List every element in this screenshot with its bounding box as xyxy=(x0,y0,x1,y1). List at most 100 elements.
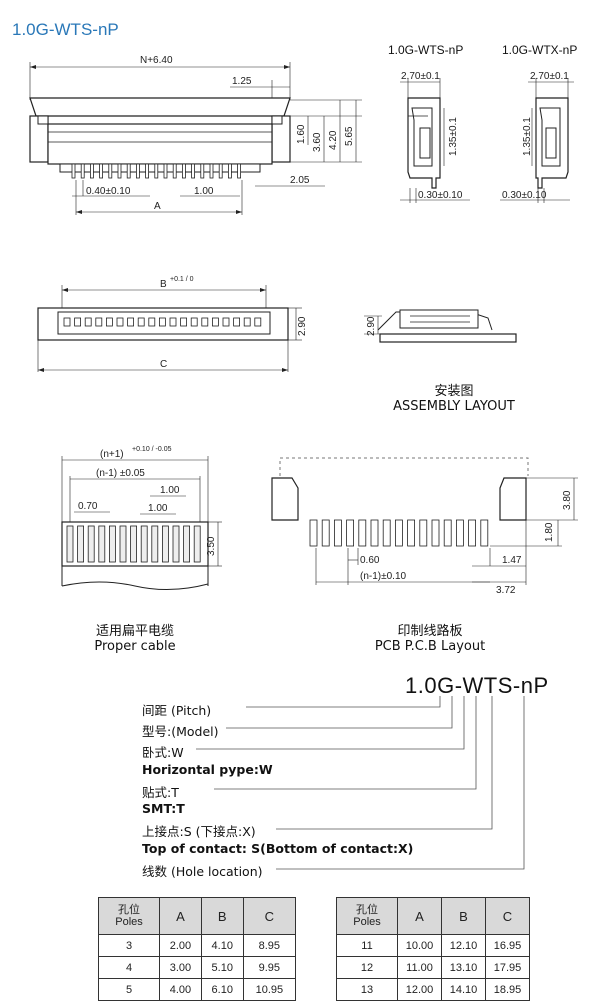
table-cell: 3.00 xyxy=(159,956,202,979)
pin xyxy=(190,317,198,327)
side-view-wtx: 1.0G-WTX-nP 2.70±0.1 1.35±0.1 0.30±0.10 xyxy=(500,43,577,203)
col-header: C xyxy=(485,897,530,935)
assembly-caption-cn: 安装图 xyxy=(434,384,474,399)
pcb-dim-3-72: 3.72 xyxy=(496,585,516,596)
pin xyxy=(116,317,124,327)
top-view: B +0.1 / 0 C 2.90 xyxy=(37,276,308,372)
pin xyxy=(468,519,477,547)
table-cell: 17.95 xyxy=(485,956,530,979)
table-cell: 4 xyxy=(98,956,160,979)
page-title: 1.0G-WTS-nP xyxy=(12,20,119,39)
poles-header-cn: 孔位 xyxy=(356,904,378,916)
wts-dim-pin: 0.30±0.10 xyxy=(418,190,463,201)
col-header: A xyxy=(397,897,442,935)
cable-caption: 适用扁平电缆 Proper cable xyxy=(60,620,210,654)
pin xyxy=(480,519,489,547)
front-view: N+6.40 1.25 1.60 3.60 4.20 5.65 2.05 xyxy=(29,55,362,215)
code-leaders xyxy=(196,696,525,870)
dim-pitch: 0.40±0.10 xyxy=(86,186,131,197)
pin xyxy=(127,317,134,327)
pin xyxy=(109,525,116,563)
code-legend-row: 卧式:W xyxy=(142,745,184,760)
pin xyxy=(172,163,177,179)
code-legend-row: 间距 (Pitch) xyxy=(142,703,212,718)
dim-1-00: 1.00 xyxy=(194,186,214,197)
pin xyxy=(180,317,188,327)
pin xyxy=(117,163,122,179)
table-cell: 11 xyxy=(336,934,398,957)
pin xyxy=(419,519,428,547)
pin xyxy=(183,525,191,563)
cable-dim-1-00b: 1.00 xyxy=(148,503,168,514)
col-header: A xyxy=(159,897,202,935)
poles-header-en: Poles xyxy=(353,916,381,928)
col-header: B xyxy=(200,897,244,935)
table-cell: 11.00 xyxy=(397,956,442,979)
wtx-dim-height: 1.35±0.1 xyxy=(522,117,533,156)
code-legend-row: Top of contact: S(Bottom of contact:X) xyxy=(142,841,414,856)
table-cell: 9.95 xyxy=(242,956,297,979)
pin xyxy=(74,317,81,327)
pin xyxy=(358,519,367,547)
assembly-dim-2-90: 2.90 xyxy=(366,316,377,336)
assembly-layout: 2.90 xyxy=(364,309,517,343)
poles-header: 孔位 Poles xyxy=(98,897,160,935)
pin xyxy=(243,317,251,327)
pin xyxy=(431,519,440,547)
part-code: 1.0G-WTS-nP xyxy=(405,673,549,698)
cable-dim-np1-tol: +0.10 / -0.05 xyxy=(132,446,172,453)
wts-dim-width: 2.70±0.1 xyxy=(401,71,440,82)
dim-2-05: 2.05 xyxy=(290,175,310,186)
pcb-dim-1-80: 1.80 xyxy=(544,522,555,542)
dim-b-tol: +0.1 / 0 xyxy=(170,276,194,283)
pcb-dim-1-47: 1.47 xyxy=(502,555,522,566)
pin xyxy=(382,519,391,547)
pin xyxy=(130,525,138,563)
pin xyxy=(148,317,156,327)
dim-a: A xyxy=(154,201,161,212)
pin xyxy=(119,525,127,563)
pin xyxy=(106,317,113,327)
wtx-dim-pin: 0.30±0.10 xyxy=(502,190,547,201)
pin xyxy=(145,163,150,179)
dim-1-60: 1.60 xyxy=(296,124,307,144)
pin xyxy=(209,163,214,179)
pin xyxy=(172,525,180,563)
pin xyxy=(135,163,140,179)
pcb-dim-nm1: (n-1)±0.10 xyxy=(360,571,407,582)
pin xyxy=(181,163,186,179)
pin xyxy=(200,163,205,179)
code-legend-row: Horizontal pype:W xyxy=(142,762,273,777)
poles-header-en: Poles xyxy=(115,916,143,928)
cable-dim-0-70: 0.70 xyxy=(78,501,98,512)
pin xyxy=(95,317,103,327)
dim-3-60: 3.60 xyxy=(312,132,323,152)
pin xyxy=(137,317,145,327)
pin xyxy=(161,525,169,563)
pin xyxy=(254,317,262,327)
code-legend-row: 上接点:S (下接点:X) xyxy=(142,824,256,839)
pin xyxy=(443,519,452,547)
pin xyxy=(191,163,196,179)
pin xyxy=(126,163,131,179)
cable-caption-cn: 适用扁平电缆 xyxy=(95,624,174,639)
cable-caption-en: Proper cable xyxy=(94,639,176,654)
pcb-caption-en: PCB P.C.B Layout xyxy=(374,639,486,654)
code-legend-row: SMT:T xyxy=(142,801,185,816)
wts-label: 1.0G-WTS-nP xyxy=(388,43,463,57)
dim-n-plus: N+6.40 xyxy=(140,55,173,66)
pin xyxy=(193,525,201,563)
poles-header: 孔位 Poles xyxy=(336,897,398,935)
proper-cable: (n+1) +0.10 / -0.05 (n-1) ±0.05 1.00 0.7… xyxy=(61,446,222,591)
dim-4-20: 4.20 xyxy=(328,130,339,150)
pcb-dim-0-60: 0.60 xyxy=(360,555,380,566)
table-cell: 3 xyxy=(98,934,160,957)
pcb-layout: 3.80 1.80 0.60 1.47 (n-1)±0.10 3.72 xyxy=(271,457,578,596)
pin xyxy=(309,519,318,547)
pin xyxy=(333,519,342,547)
table-cell: 13.10 xyxy=(441,956,486,979)
pin xyxy=(370,519,379,547)
